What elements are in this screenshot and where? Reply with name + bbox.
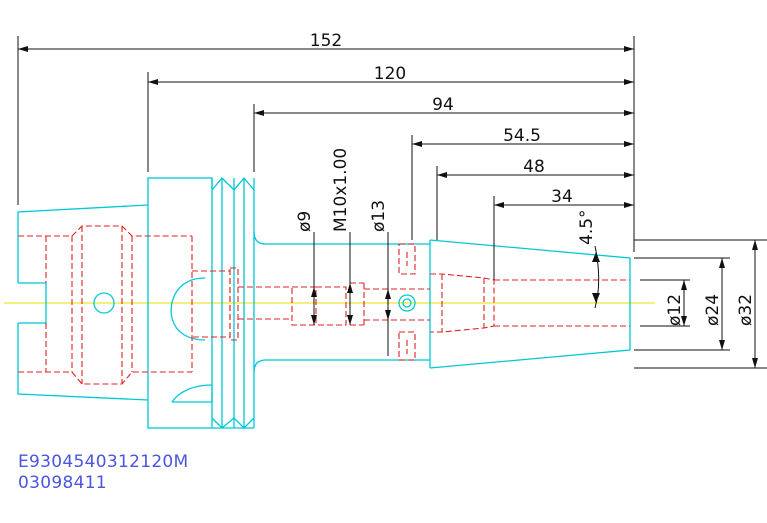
dimension-arrows [18, 46, 758, 368]
angle-label: 4.5° [577, 209, 597, 245]
dim-94-label: 94 [432, 95, 454, 115]
phi24-label: ø24 [703, 294, 723, 326]
thread-label: M10x1.00 [331, 148, 351, 232]
part-number: E9304540312120M [18, 452, 189, 472]
dim-54-5-label: 54.5 [503, 126, 541, 146]
hidden-lines [18, 225, 630, 385]
holder-outline [17, 176, 631, 429]
dim-152-label: 152 [310, 31, 342, 51]
dim-120-label: 120 [374, 64, 406, 84]
dim-48-label: 48 [523, 157, 545, 177]
part-serial: 03098411 [18, 473, 107, 493]
phi9-label: ø9 [295, 211, 315, 232]
dimension-lines [17, 36, 767, 369]
phi12-label: ø12 [665, 294, 685, 326]
part-code-block: E9304540312120M 03098411 [18, 452, 189, 494]
dim-34-label: 34 [551, 187, 573, 207]
phi32-label: ø32 [736, 294, 756, 326]
phi13-label: ø13 [369, 200, 389, 232]
